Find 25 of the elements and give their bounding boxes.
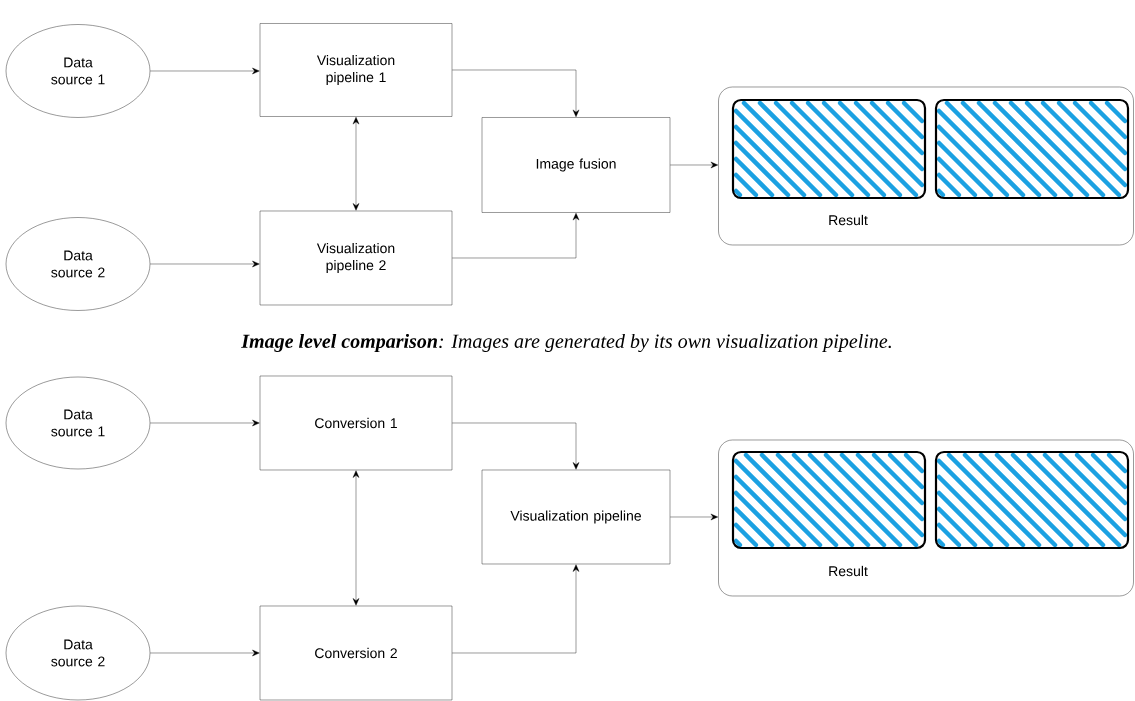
process-box: Visualization pipeline 1 [259, 23, 453, 117]
process-box: Image fusion [481, 117, 671, 213]
arrow [452, 564, 580, 654]
arrow [670, 161, 718, 169]
arrow [452, 213, 580, 259]
process-box: Conversion 2 [259, 605, 453, 701]
result-panel: Result [718, 86, 1134, 246]
arrow [452, 69, 580, 117]
arrow [150, 649, 260, 657]
arrow [352, 470, 360, 606]
hatched-box [731, 98, 927, 200]
process-box: Conversion 1 [259, 375, 453, 471]
arrow [150, 419, 260, 427]
arrow [150, 67, 260, 75]
arrow [452, 422, 580, 470]
arrow [670, 513, 718, 521]
process-box: Visualization pipeline 2 [259, 210, 453, 306]
hatched-box [934, 450, 1130, 550]
result-panel: Result [718, 439, 1134, 597]
caption: Image level comparison: Images are generated by its own visualization pipeline. [241, 333, 891, 353]
process-box: Visualization pipeline [481, 469, 671, 565]
hatched-box [731, 450, 927, 550]
arrow [352, 117, 360, 211]
arrow [150, 260, 260, 268]
hatched-box [934, 98, 1130, 200]
